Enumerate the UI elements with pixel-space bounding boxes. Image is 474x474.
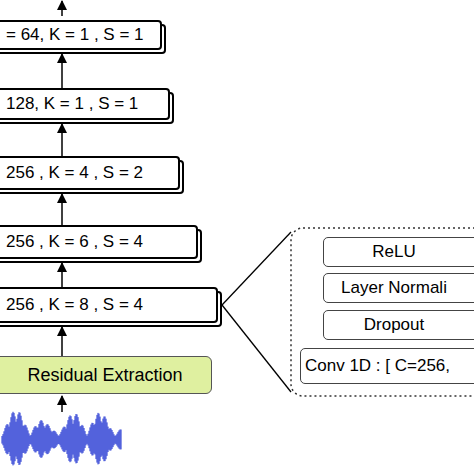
conv-layer-box: 256 , K = 4 , S = 2 [0,156,180,190]
conv-layer-box: 128, K = 1 , S = 1 [0,88,170,120]
residual-box: Residual Extraction [0,356,212,394]
node-label: Residual Extraction [27,365,182,386]
flow-arrow [61,263,63,287]
conv-layer-box: = 64, K = 1 , S = 1 [0,20,162,50]
node-label: 256 , K = 6 , S = 4 [6,232,143,252]
node-label: Layer Normali [341,278,447,298]
flow-arrow [61,327,63,356]
node-label: Conv 1D : [ C=256, [305,356,450,376]
node-label: Dropout [364,315,424,335]
node-label: 256 , K = 4 , S = 2 [6,163,143,183]
conv-layer-box: 256 , K = 6 , S = 4 [0,225,198,259]
output-arrow [61,1,63,16]
waveform [2,412,121,466]
node-label: 128, K = 1 , S = 1 [6,94,138,114]
activation-box: ReLU [323,237,474,267]
flow-arrow [61,124,63,156]
waveform-trace [2,412,121,466]
dropout-box: Dropout [323,310,474,340]
node-label: 256 , K = 8 , S = 4 [6,295,143,315]
flow-arrow [61,54,63,88]
flow-arrow [61,194,63,225]
conv-box: Conv 1D : [ C=256, [300,348,474,384]
conv-layer-box: 256 , K = 8 , S = 4 [0,287,218,323]
input-arrow [61,396,63,412]
norm-box: Layer Normali [323,273,474,303]
node-label: ReLU [372,242,415,262]
node-label: = 64, K = 1 , S = 1 [6,25,144,45]
zoom-line [222,232,291,305]
zoom-line [222,305,291,392]
